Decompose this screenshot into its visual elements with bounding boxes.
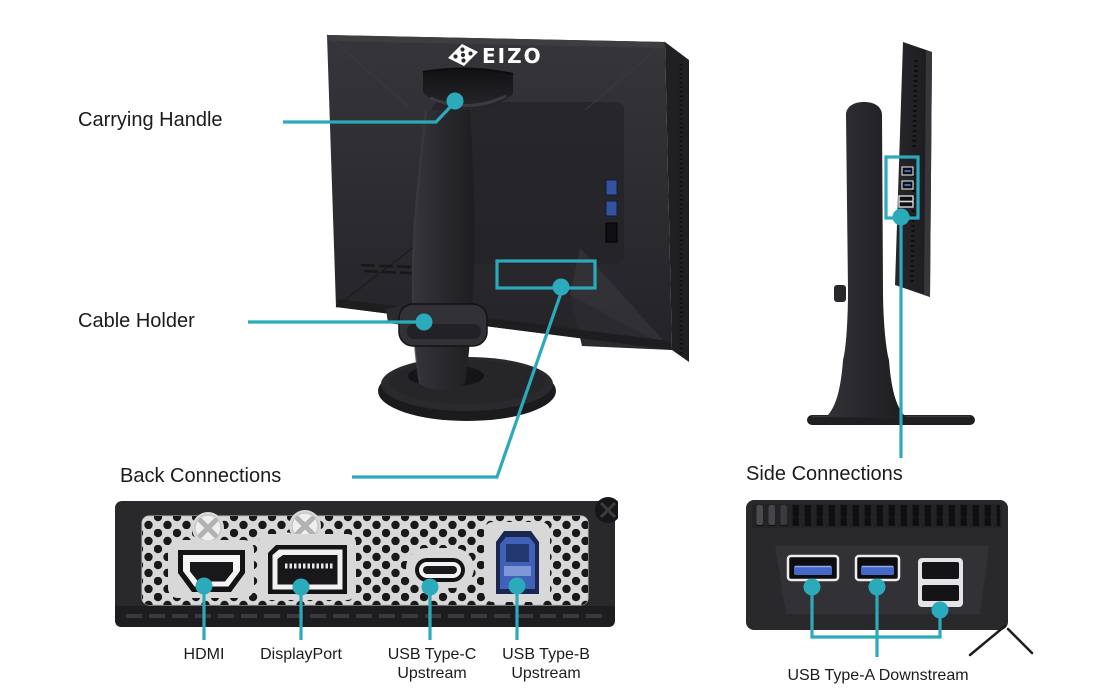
usb-b-label-text: USB Type-B: [502, 646, 590, 663]
displayport-port: [258, 534, 356, 600]
usb-c-label: USB Type-C Upstream: [388, 645, 477, 683]
back-connections-closeup: [115, 497, 618, 627]
usb-c-label-sub: Upstream: [397, 665, 467, 682]
displayport-label-text: DisplayPort: [260, 646, 342, 663]
eizo-logo-icon: [448, 44, 478, 66]
usb-c-label-text: USB Type-C: [387, 646, 477, 663]
eizo-logo: EIZO: [448, 44, 543, 68]
side-port-sliver: [605, 179, 618, 243]
monitor-back-view: EIZO: [326, 34, 689, 421]
side-stand-column: [826, 102, 906, 417]
screw-left: [192, 512, 224, 544]
back-connections-label: Back Connections: [120, 465, 282, 487]
hdmi-port: [168, 540, 254, 598]
usb-a-double-port: [918, 558, 963, 607]
cable-holder-label: Cable Holder: [78, 310, 195, 332]
usb-b-label-sub: Upstream: [511, 665, 581, 682]
cable-holder: [386, 303, 488, 347]
carrying-handle-label: Carrying Handle: [78, 109, 223, 131]
usb-b-label: USB Type-B Upstream: [502, 645, 590, 683]
displayport-label: DisplayPort: [260, 645, 342, 664]
eizo-logo-text: EIZO: [482, 44, 543, 68]
hdmi-label-text: HDMI: [183, 646, 225, 663]
carrying-handle: [422, 67, 514, 110]
stand-column: [411, 109, 475, 390]
side-connections-label: Side Connections: [746, 463, 903, 485]
usb-c-port: [406, 548, 474, 588]
usb-b-port: [484, 522, 550, 602]
monitor-side-view: [807, 42, 975, 425]
side-connections-closeup: [746, 500, 1034, 657]
stand-corner-lines: [968, 624, 1034, 657]
hdmi-label: HDMI: [184, 645, 225, 664]
usb-a-downstream-label: USB Type-A Downstream: [787, 666, 968, 685]
usb-a-port-2: [854, 554, 901, 582]
usb-a-downstream-label-text: USB Type-A Downstream: [787, 667, 969, 684]
usb-a-port-1: [786, 554, 840, 582]
